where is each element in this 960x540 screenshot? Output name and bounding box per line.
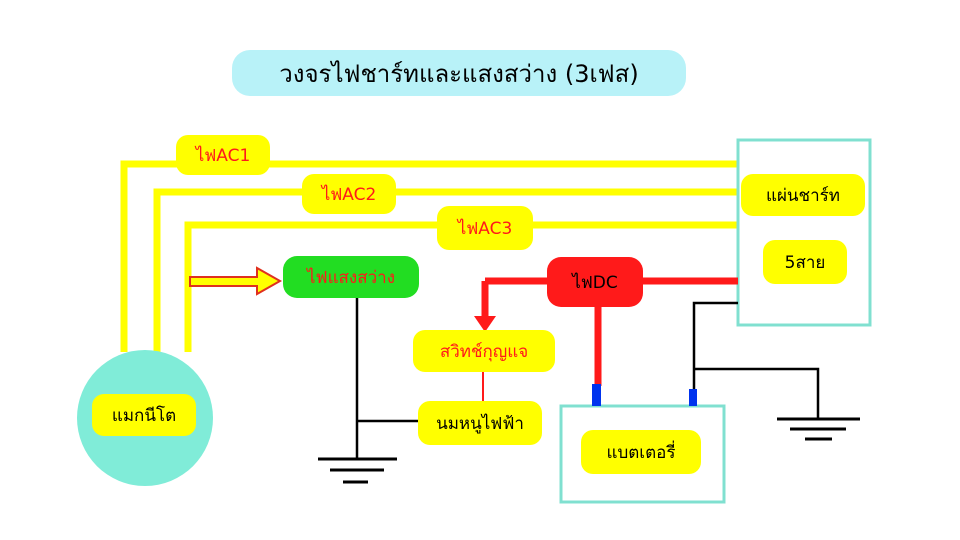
wire-ac2 (153, 188, 740, 352)
ground-symbol-right (777, 417, 860, 441)
charger-box (736, 138, 872, 327)
wire-battery-ground (694, 367, 820, 418)
wire-charger-ground (692, 301, 738, 389)
label-ac1: ไฟAC1 (176, 135, 270, 175)
label-charger-line1: แผ่นชาร์ท (741, 174, 865, 216)
label-ac3: ไฟAC3 (437, 206, 533, 250)
battery-negative-terminal (689, 389, 697, 406)
switch-arrowhead (474, 316, 496, 332)
page-title: วงจรไฟชาร์ทและแสงสว่าง (3เฟส) (232, 50, 686, 96)
label-charger-line2: 5สาย (763, 240, 847, 284)
label-ac2: ไฟAC2 (302, 174, 396, 214)
label-light: ไฟแสงสว่าง (283, 256, 419, 298)
label-switch: สวิทช์กุญแจ (413, 330, 555, 372)
light-feed-arrow (189, 266, 283, 296)
battery-positive-terminal (592, 384, 601, 406)
ground-symbol-left (318, 457, 397, 484)
label-magneto: แมกนีโต (92, 394, 196, 436)
label-socket: นมหนูไฟฟ้า (418, 401, 542, 445)
label-battery: แบตเตอรี่ (581, 430, 701, 474)
wire-ac3 (184, 221, 740, 352)
label-dc: ไฟDC (547, 257, 643, 307)
wire-ac1 (120, 160, 740, 352)
